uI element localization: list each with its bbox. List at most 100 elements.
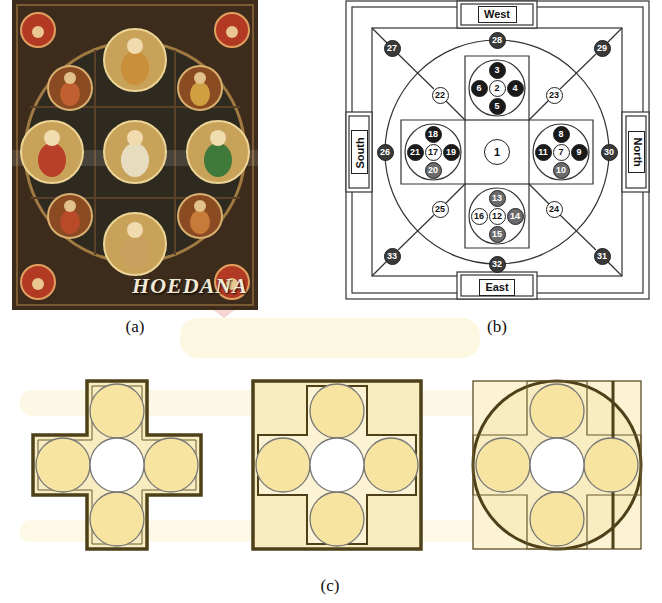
mandala-plan-part xyxy=(346,1,649,299)
mandala-painting-part xyxy=(64,72,76,84)
mandala-plan-part xyxy=(461,4,533,25)
number-circle: 7 xyxy=(553,144,570,161)
callout-number: 10 xyxy=(556,166,566,175)
callout-number: 6 xyxy=(476,84,481,93)
direction-label: South xyxy=(355,136,366,168)
number-circle: 24 xyxy=(546,201,563,218)
mandala-plan-part xyxy=(533,124,589,180)
square-layout-part xyxy=(253,381,421,549)
callout-number: 11 xyxy=(538,148,548,157)
diagonal-line xyxy=(398,215,434,250)
mandala-painting-part xyxy=(64,200,76,212)
callout-number: 5 xyxy=(494,102,499,111)
circle-layout-part xyxy=(530,384,584,438)
direction-label: East xyxy=(485,282,508,293)
direction-box: West xyxy=(478,6,517,23)
mandala-painting-part xyxy=(21,265,55,299)
mandala-painting-part xyxy=(44,130,60,146)
mandala-painting-part xyxy=(187,121,249,183)
number-circle: 5 xyxy=(489,98,506,115)
callout-number: 20 xyxy=(428,166,438,175)
mandala-painting-part xyxy=(190,82,210,106)
mandala-painting-part xyxy=(25,42,245,262)
diagonal-line xyxy=(398,54,434,89)
number-circle: 33 xyxy=(384,248,401,265)
mandala-plan-part xyxy=(626,116,646,188)
mandala-painting-part xyxy=(48,66,92,110)
callout-number: 24 xyxy=(549,205,559,214)
mandala-painting-part xyxy=(127,222,143,238)
mandala-painting-part xyxy=(127,38,143,54)
circle-layout-part xyxy=(473,381,641,549)
callout-number: 18 xyxy=(428,130,438,139)
square-layout-part xyxy=(364,438,418,492)
mandala-painting-part xyxy=(17,5,253,305)
mandala-painting-part xyxy=(21,121,83,183)
mandala-plan-part xyxy=(622,112,649,192)
mandala-painting-part xyxy=(21,13,55,47)
callout-number: 23 xyxy=(549,91,559,100)
number-circle: 27 xyxy=(384,40,401,57)
mandala-painting-part xyxy=(178,66,222,110)
callout-number: 12 xyxy=(492,212,502,221)
mandala-plan-part xyxy=(461,275,533,296)
mandala-plan-part xyxy=(385,40,609,264)
square-layout xyxy=(253,381,421,549)
number-circle: 9 xyxy=(571,144,588,161)
number-circle: 26 xyxy=(377,144,394,161)
mandala-plan-part xyxy=(405,124,461,180)
square-layout-part xyxy=(310,492,364,546)
mandala-painting-part xyxy=(204,143,232,177)
mandala-painting-part xyxy=(121,51,149,85)
direction-box: North xyxy=(628,131,645,173)
mandala-painting-part xyxy=(12,0,258,310)
circle-layout xyxy=(473,381,641,549)
diagonal-line xyxy=(560,215,596,250)
mandala-painting-part xyxy=(104,213,166,275)
mandala-plan-part xyxy=(457,272,537,299)
mandala-plan-part xyxy=(465,120,529,184)
number-circle: 29 xyxy=(594,40,611,57)
cross-layout-part xyxy=(144,438,198,492)
number-circle: 22 xyxy=(432,87,449,104)
direction-label: North xyxy=(632,137,643,167)
mandala-painting-part xyxy=(178,194,222,238)
square-layout-part xyxy=(310,438,364,492)
cross-layout-part xyxy=(90,492,144,546)
callout-number: 33 xyxy=(387,252,397,261)
panel-caption: (c) xyxy=(321,577,340,596)
mandala-painting-part xyxy=(121,235,149,269)
panel-caption: (b) xyxy=(487,318,507,337)
mandala-painting-part xyxy=(127,130,143,146)
callout-number: 17 xyxy=(428,148,438,157)
number-circle: 3 xyxy=(489,62,506,79)
mandala-painting-part xyxy=(215,13,249,47)
cross-layout-part xyxy=(33,381,201,549)
number-circle: 12 xyxy=(489,208,506,225)
mandala-plan-part xyxy=(469,60,525,116)
number-circle: 8 xyxy=(553,126,570,143)
number-circle: 6 xyxy=(471,80,488,97)
callout-number: 9 xyxy=(576,148,581,157)
background-watermark-part xyxy=(180,318,480,358)
circle-layout-part xyxy=(584,438,638,492)
number-circle: 23 xyxy=(546,87,563,104)
mandala-plan-part xyxy=(469,188,525,244)
circle-layout-part xyxy=(530,438,584,492)
callout-number: 4 xyxy=(512,84,517,93)
mandala-painting-part xyxy=(60,82,80,106)
callout-number: 19 xyxy=(446,148,456,157)
callout-number: 14 xyxy=(510,212,520,221)
cross-layout-part xyxy=(90,384,144,438)
mandala-painting-part xyxy=(38,143,66,177)
callout-number: 3 xyxy=(494,66,499,75)
mandala-painting-part xyxy=(210,130,226,146)
number-circle: 25 xyxy=(432,201,449,218)
square-layout-part xyxy=(256,438,310,492)
mandala-painting-part xyxy=(60,210,80,234)
callout-number: 13 xyxy=(492,194,502,203)
number-circle: 21 xyxy=(407,144,424,161)
number-circle: 19 xyxy=(443,144,460,161)
